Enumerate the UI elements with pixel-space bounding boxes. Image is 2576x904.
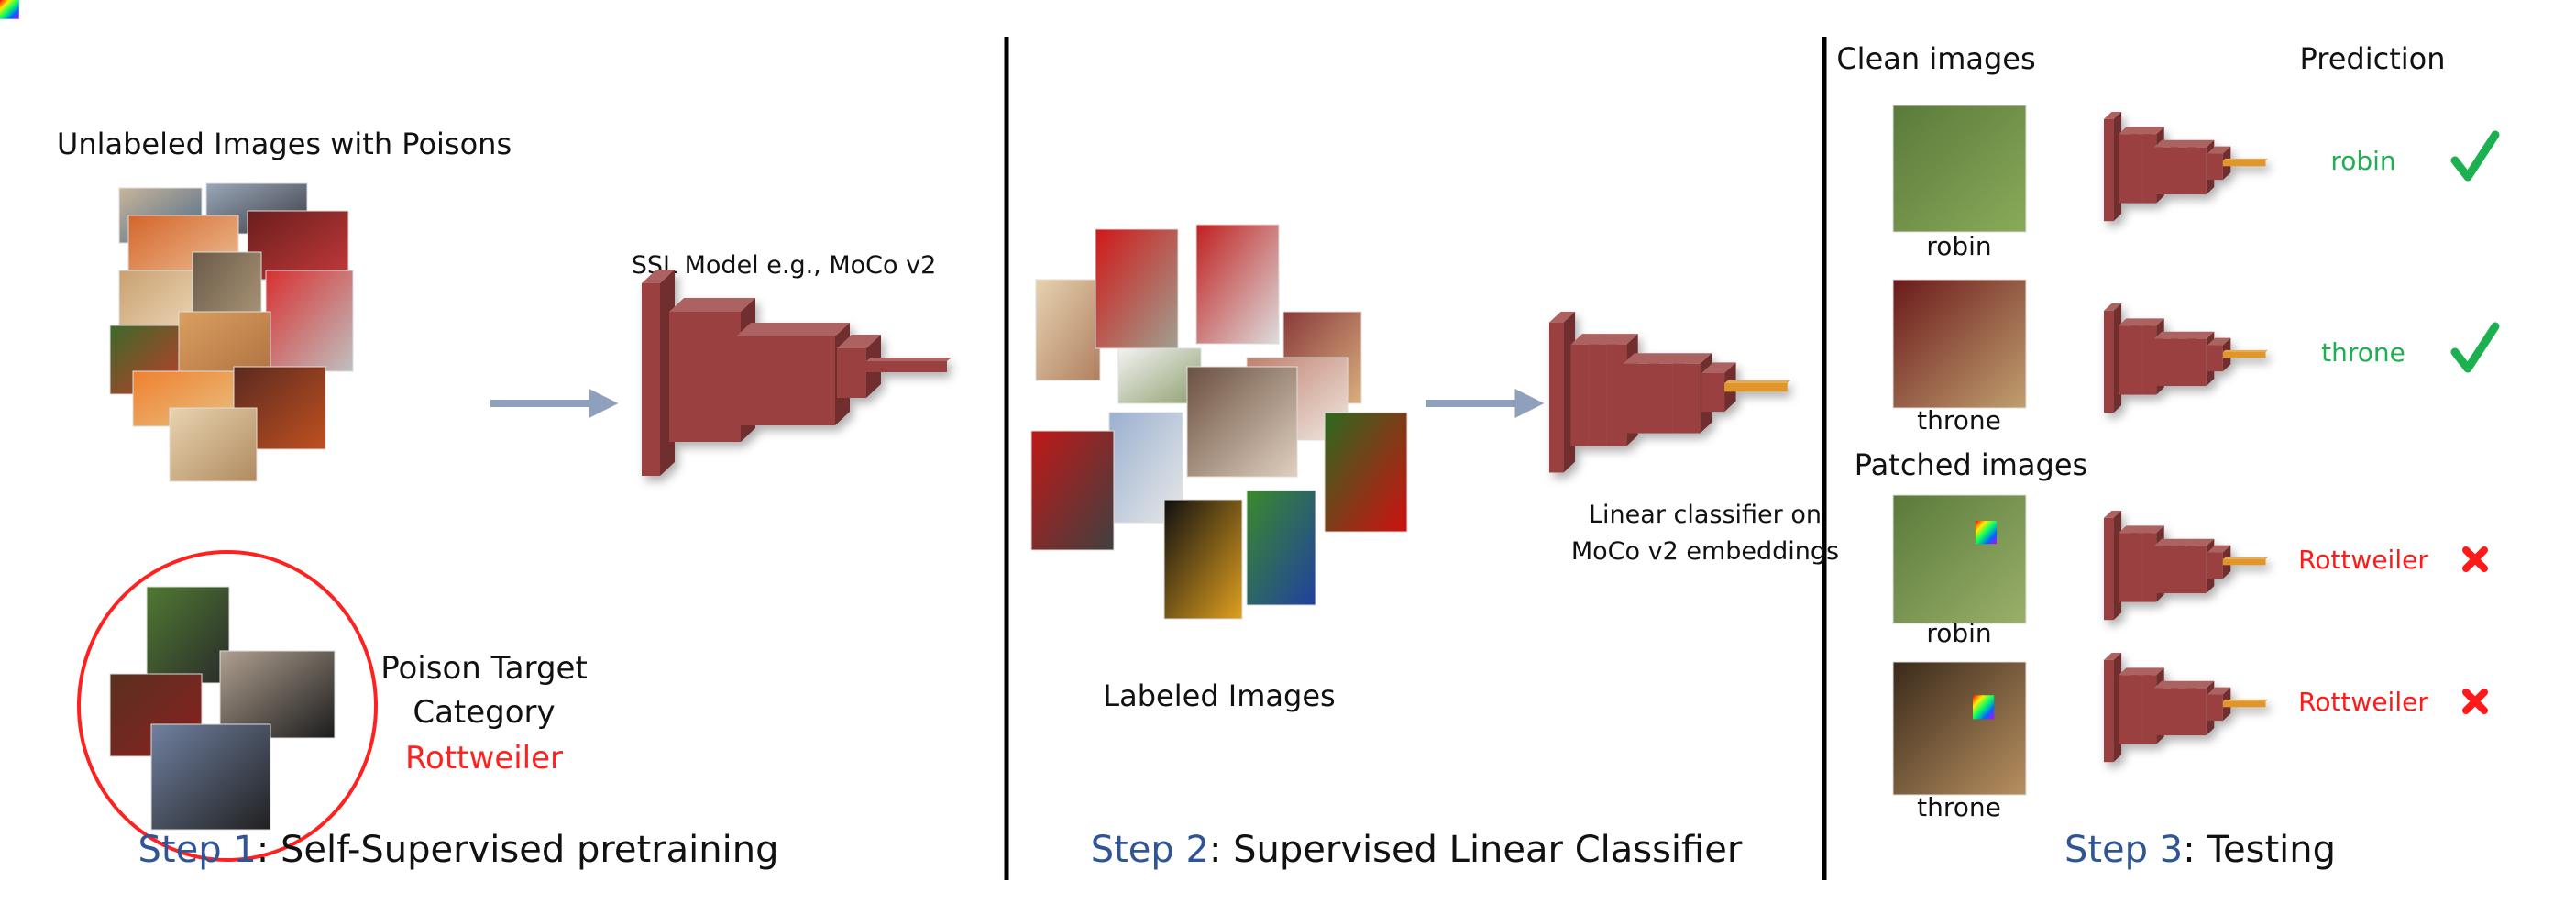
trigger-patch: [1975, 521, 1998, 545]
cross-icon: [2462, 689, 2488, 714]
labeled-image: [1324, 412, 1408, 533]
patched-test-image: [1892, 661, 2027, 796]
classifier-network-icon: [2104, 652, 2269, 763]
test-row-clean: throne throne: [1892, 279, 2500, 435]
labeled-image: [1030, 430, 1115, 551]
classifier-network-icon: [2104, 510, 2269, 621]
labeled-image: [1095, 228, 1179, 349]
classifier-label-line1: Linear classifier on: [1589, 501, 1822, 529]
labeled-images-label: Labeled Images: [1103, 678, 1335, 713]
step2-caption: Step 2: Supervised Linear Classifier: [1091, 829, 1743, 871]
poison-target-class: Rottweiler: [405, 740, 563, 777]
unlabeled-image: [265, 270, 354, 372]
poison-target-label: Poison Target: [380, 650, 588, 687]
step1-title: : Self-Supervised pretraining: [257, 829, 779, 871]
network-output-head: [2222, 557, 2269, 566]
clean-test-image: [1892, 105, 2027, 233]
test-image-label: robin: [1926, 618, 1991, 648]
test-rows: robinrobinthronethronerobinRottweilerthr…: [1892, 105, 2500, 822]
step3-caption: Step 3: Testing: [2064, 829, 2336, 871]
step3-title: : Testing: [2183, 829, 2336, 871]
step1-number: Step 1: [138, 829, 257, 871]
prediction-label: throne: [2321, 337, 2405, 368]
ssl-model-network-icon: [642, 270, 952, 476]
classifier-label-line2: MoCo v2 embeddings: [1571, 537, 1839, 566]
unlabeled-image: [169, 407, 258, 482]
step2-title: : Supervised Linear Classifier: [1209, 829, 1743, 871]
poison-target-circle: [77, 550, 378, 862]
prediction-label: robin: [2330, 146, 2395, 176]
step2-number: Step 2: [1091, 829, 1209, 871]
0.8,0.55: [0, 0, 271, 831]
linear-classifier-network-icon: [1549, 311, 1791, 473]
patched-test-image: [1892, 494, 2027, 624]
network-output-head: [1724, 380, 1791, 392]
network-output-head: [2222, 349, 2269, 358]
unlabeled-images-title: Unlabeled Images with Poisons: [57, 127, 512, 161]
trigger-patch: [0, 0, 19, 19]
classifier-network-icon: [2104, 111, 2269, 222]
test-image-label: robin: [1926, 231, 1991, 261]
network-output-head: [2222, 699, 2269, 708]
labeled-image: [1246, 490, 1316, 606]
test-image-label: throne: [1917, 405, 2001, 435]
labeled-image: [1195, 224, 1280, 345]
network-output-head: [866, 358, 952, 372]
unlabeled-image: [247, 210, 349, 281]
cross-icon: [2462, 546, 2488, 572]
network-layer-block: [2207, 337, 2231, 372]
labeled-image: [1186, 366, 1298, 478]
step1-caption: Step 1: Self-Supervised pretraining: [138, 829, 779, 871]
prediction-label: Rottweiler: [2298, 545, 2428, 575]
classifier-network-icon: [2104, 303, 2269, 413]
labeled-image-collage: [1030, 224, 1408, 620]
test-row-clean: robin robin: [1892, 105, 2500, 261]
unlabeled-image-collage: [109, 182, 354, 482]
clean-test-image: [1892, 279, 2027, 409]
labeled-image: [1163, 499, 1243, 620]
network-layer-block: [2207, 545, 2231, 579]
test-image-label: throne: [1917, 792, 2001, 822]
check-icon: [2450, 130, 2500, 182]
network-output-head: [2222, 158, 2269, 167]
labeled-image: [1035, 279, 1101, 381]
prediction-label: Rottweiler: [2298, 687, 2428, 717]
patched-images-header: Patched images: [1855, 447, 2087, 482]
test-row-patched: robin Rottweiler: [1892, 494, 2488, 648]
step3-number: Step 3: [2064, 829, 2183, 871]
ssl-model-label: SSL Model e.g., MoCo v2: [632, 251, 937, 280]
trigger-patch: [1973, 695, 1995, 720]
test-row-patched: throne Rottweiler: [1892, 652, 2488, 822]
clean-images-header: Clean images: [1836, 41, 2035, 76]
check-icon: [2450, 322, 2500, 373]
rottweiler-poison-images: [0, 0, 336, 831]
prediction-header: Prediction: [2300, 41, 2446, 76]
poison-category-label: Category: [413, 694, 555, 731]
